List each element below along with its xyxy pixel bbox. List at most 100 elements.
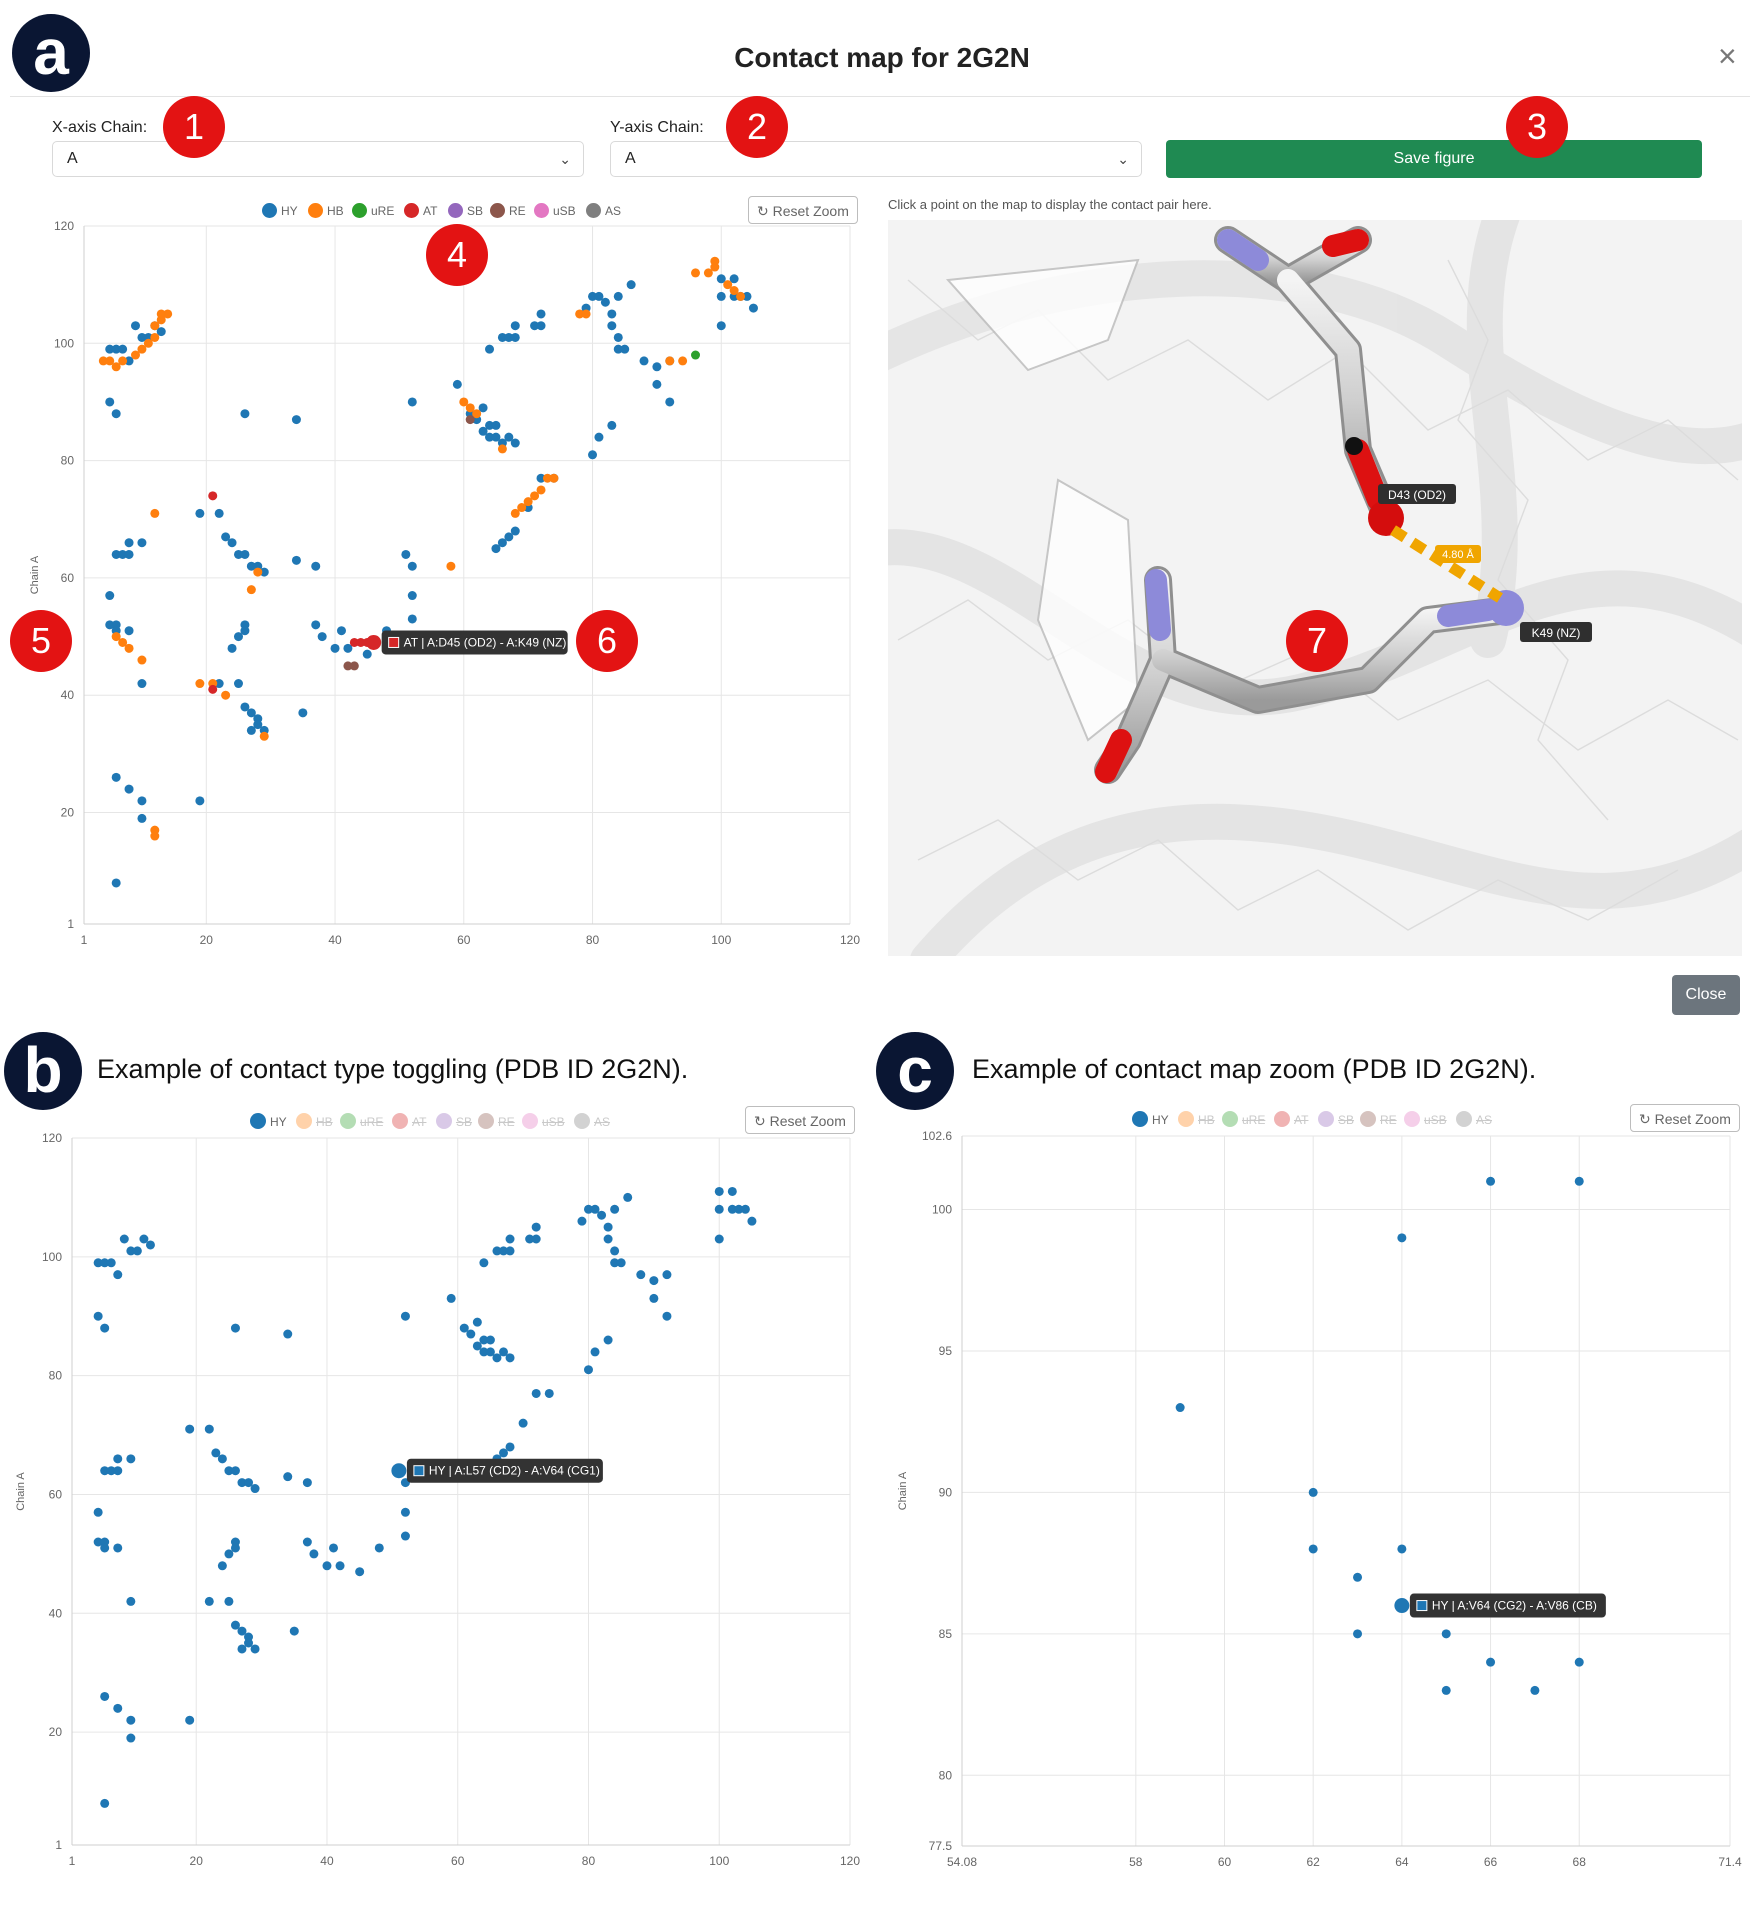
contact-point-hb[interactable] — [111, 362, 121, 372]
contact-point-hy[interactable] — [479, 1335, 489, 1345]
contact-point-hy[interactable] — [727, 1204, 737, 1214]
contact-point-hy[interactable] — [665, 397, 675, 407]
contact-point-hy[interactable] — [616, 1258, 626, 1268]
contact-point-hy[interactable] — [195, 508, 205, 518]
contact-point-hy[interactable] — [93, 1507, 103, 1517]
save-figure-button[interactable]: Save figure — [1166, 140, 1702, 178]
contact-point-hy[interactable] — [137, 538, 147, 548]
contact-point-hy[interactable] — [577, 1216, 587, 1226]
contact-point-hy[interactable] — [1308, 1544, 1318, 1554]
contact-point-at[interactable] — [208, 684, 218, 694]
contact-point-hy[interactable] — [137, 332, 147, 342]
contact-point-re[interactable] — [343, 661, 353, 671]
contact-point-hy[interactable] — [626, 280, 636, 290]
contact-point-hy[interactable] — [716, 274, 726, 284]
contact-point-hb[interactable] — [137, 344, 147, 354]
contact-point-hy[interactable] — [623, 1192, 633, 1202]
contact-point-hy[interactable] — [113, 1466, 123, 1476]
contact-point-hy[interactable] — [1353, 1629, 1363, 1639]
contact-point-hy[interactable] — [137, 679, 147, 689]
contact-point-hy[interactable] — [1397, 1544, 1407, 1554]
contact-point-hy[interactable] — [156, 327, 166, 337]
contact-point-hy[interactable] — [145, 1240, 155, 1250]
contact-point-hy[interactable] — [607, 420, 617, 430]
legend-item-hb[interactable]: HB — [308, 203, 344, 218]
contact-point-hy[interactable] — [478, 403, 488, 413]
contact-point-hb[interactable] — [221, 690, 231, 700]
legend-item-hy[interactable]: HY — [262, 203, 298, 218]
contact-point-hy[interactable] — [479, 1347, 489, 1357]
contact-point-hy[interactable] — [240, 409, 250, 419]
contact-point-hy[interactable] — [740, 1204, 750, 1214]
contact-point-re[interactable] — [465, 415, 475, 425]
contact-point-hy[interactable] — [491, 432, 501, 442]
contact-point-hy[interactable] — [100, 1466, 110, 1476]
contact-point-hy[interactable] — [211, 1448, 221, 1458]
contact-point-hy[interactable] — [93, 1258, 103, 1268]
data-points[interactable] — [1175, 1176, 1584, 1695]
contact-point-hy[interactable] — [727, 1186, 737, 1196]
contact-point-hy[interactable] — [240, 549, 250, 559]
contact-point-ure[interactable] — [691, 350, 701, 360]
contact-point-hy[interactable] — [335, 1561, 345, 1571]
contact-point-hy[interactable] — [613, 291, 623, 301]
contact-point-hy[interactable] — [204, 1424, 214, 1434]
close-icon[interactable]: × — [1718, 38, 1737, 74]
contact-point-hy[interactable] — [505, 1353, 515, 1363]
contact-point-hy[interactable] — [716, 321, 726, 331]
contact-point-hy[interactable] — [498, 1448, 508, 1458]
contact-point-hy[interactable] — [355, 1567, 365, 1577]
contact-point-hy[interactable] — [400, 1507, 410, 1517]
contact-point-hy[interactable] — [594, 291, 604, 301]
contact-point-hy[interactable] — [289, 1626, 299, 1636]
contact-point-hy[interactable] — [510, 526, 520, 536]
legend-item-as[interactable]: AS — [574, 1113, 610, 1129]
contact-point-hy[interactable] — [544, 1388, 554, 1398]
contact-point-hb[interactable] — [575, 309, 585, 319]
contact-point-hy[interactable] — [652, 362, 662, 372]
contact-point-hy[interactable] — [217, 1454, 227, 1464]
contact-point-hy[interactable] — [652, 379, 662, 389]
contact-point-hb[interactable] — [691, 268, 701, 278]
contact-point-hb[interactable] — [549, 473, 559, 483]
contact-point-hy[interactable] — [492, 1353, 502, 1363]
contact-point-hy[interactable] — [100, 1543, 110, 1553]
contact-point-hy[interactable] — [1486, 1176, 1496, 1186]
contact-point-hy[interactable] — [504, 332, 514, 342]
contact-point-hy[interactable] — [729, 274, 739, 284]
contact-point-hy[interactable] — [113, 1543, 123, 1553]
contact-point-hb[interactable] — [130, 350, 140, 360]
contact-point-hy[interactable] — [100, 1798, 110, 1808]
contact-point-hy[interactable] — [230, 1466, 240, 1476]
contact-point-hy[interactable] — [714, 1204, 724, 1214]
contact-point-hy[interactable] — [330, 643, 340, 653]
contact-point-hy[interactable] — [246, 708, 256, 718]
contact-point-at[interactable] — [208, 491, 218, 501]
contact-point-hy[interactable] — [613, 344, 623, 354]
contact-point-hy[interactable] — [111, 344, 121, 354]
contact-point-hb[interactable] — [118, 637, 128, 647]
contact-point-hy[interactable] — [1574, 1176, 1584, 1186]
contact-point-hb[interactable] — [118, 356, 128, 366]
legend-item-sb[interactable]: SB — [436, 1113, 472, 1129]
contact-point-hy[interactable] — [452, 379, 462, 389]
contact-point-hy[interactable] — [714, 1234, 724, 1244]
contact-point-hy[interactable] — [748, 303, 758, 313]
legend-item-usb[interactable]: uSB — [1404, 1111, 1447, 1127]
contact-point-hy[interactable] — [583, 1365, 593, 1375]
legend-item-ure[interactable]: uRE — [352, 203, 394, 218]
contact-point-hy[interactable] — [113, 1270, 123, 1280]
contact-point-hy[interactable] — [309, 1549, 319, 1559]
contact-point-hy[interactable] — [126, 1596, 136, 1606]
contact-point-hy[interactable] — [536, 473, 546, 483]
contact-point-hy[interactable] — [185, 1424, 195, 1434]
legend-item-hy[interactable]: HY — [1132, 1111, 1169, 1127]
contact-point-hy[interactable] — [221, 532, 231, 542]
contact-point-hy[interactable] — [227, 643, 237, 653]
legend-item-re[interactable]: RE — [1360, 1111, 1397, 1127]
contact-point-hy[interactable] — [298, 708, 308, 718]
contact-point-hy[interactable] — [322, 1561, 332, 1571]
contact-point-hy[interactable] — [400, 1311, 410, 1321]
contact-point-hy[interactable] — [525, 1234, 535, 1244]
contact-point-hy[interactable] — [716, 291, 726, 301]
